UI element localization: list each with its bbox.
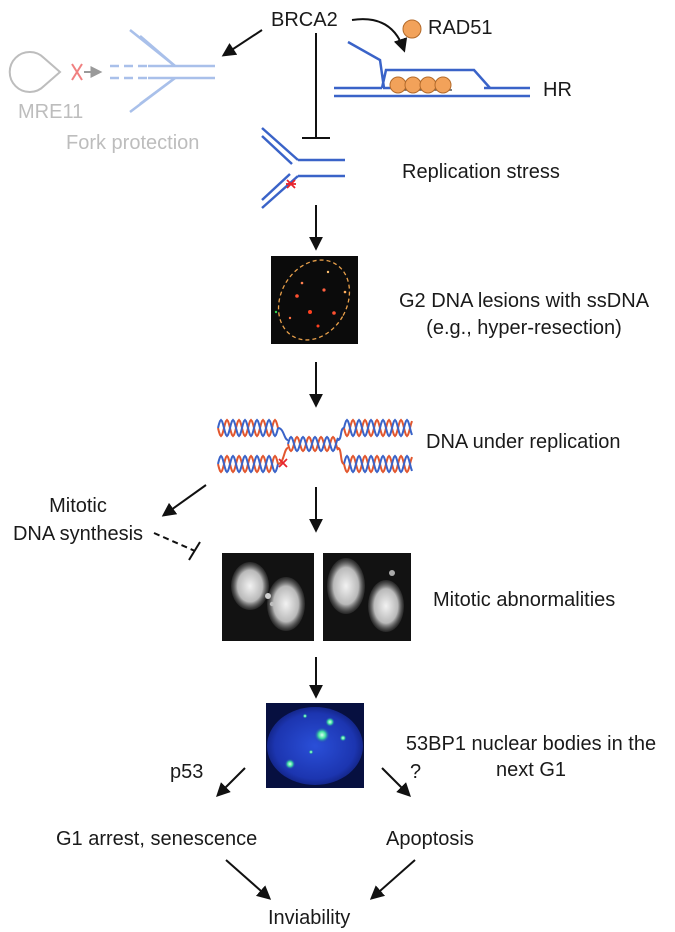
mitotic-synthesis-inhibits [153,532,201,561]
inviability-label: Inviability [268,907,351,929]
rad51-bead-icon [402,19,422,39]
mitotic-micrograph-right [323,553,411,641]
stalled-fork [261,127,345,209]
damage-star-icon [286,179,296,189]
question-label: ? [410,761,422,783]
mitotic-synthesis-label-line1: Mitotic [49,495,107,517]
protected-fork-faded [110,29,215,113]
arrow-apoptosis-to-inviability [369,859,416,900]
nuclear-bodies-label-line1: 53BP1 nuclear bodies in the [405,733,657,755]
rad51-filament [389,76,452,94]
rad51-loading-arrow [351,18,408,53]
blocked-x-icon [71,63,83,81]
apoptosis-label: Apoptosis [386,828,474,850]
helix-damage-mark [278,458,288,468]
under-replicated-dna [217,418,413,474]
arrow-to-g1-arrest [216,767,246,797]
arrow-to-mitotic-synthesis [161,484,207,517]
dna-under-replication-label: DNA under replication [426,431,621,453]
arrow-to-apoptosis [381,767,411,797]
hr-label: HR [543,79,572,101]
rad51-label: RAD51 [428,17,493,39]
replication-stress-label: Replication stress [402,161,560,183]
fork-protection-label: Fork protection [66,132,200,154]
p53-label: p53 [170,761,204,783]
mitotic-synthesis-label-line2: DNA synthesis [12,523,144,545]
nuclear-bodies-label-line2: next G1 [495,759,567,781]
brca2-label: BRCA2 [271,9,338,31]
mre11-pacman-icon [8,51,62,93]
mre11-label: MRE11 [18,101,84,123]
g2-lesions-label-line1: G2 DNA lesions with ssDNA [398,290,650,312]
brca2-inhibits-replication-stress [302,33,330,139]
mitotic-micrograph-left [222,553,314,641]
arrow-g1-to-inviability [225,859,272,900]
g2-lesions-micrograph [271,256,358,344]
brca2-to-fork-protection-arrow [221,29,263,57]
mitotic-abnormalities-label: Mitotic abnormalities [433,589,616,611]
nuclear-bodies-micrograph [266,703,364,788]
g1-arrest-label: G1 arrest, senescence [56,828,258,850]
g2-lesions-label-line2: (e.g., hyper-resection) [426,317,622,339]
